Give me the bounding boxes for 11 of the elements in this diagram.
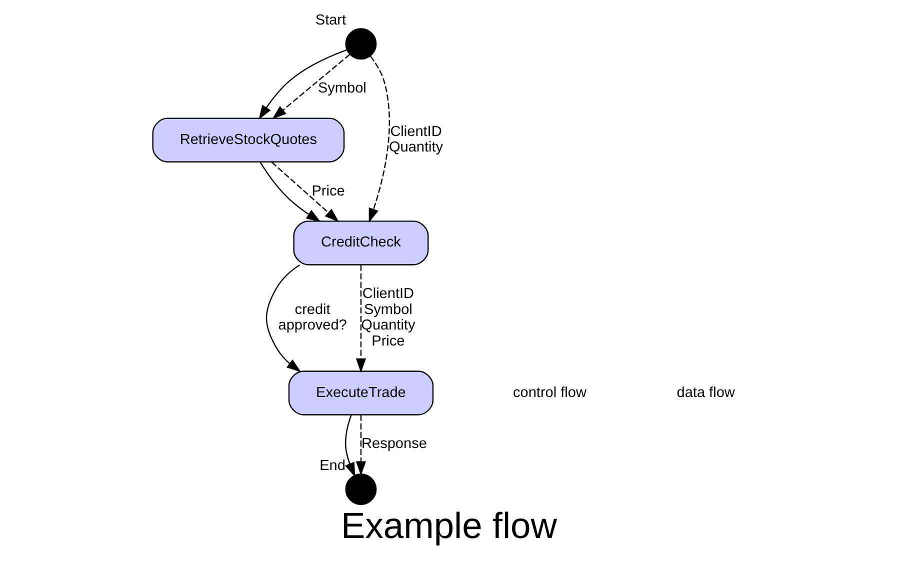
edge-label: ClientID Quantity: [388, 124, 443, 156]
edge-label: ClientID Symbol Quantity Price: [360, 286, 415, 350]
diagram-title: Example flow: [340, 505, 556, 546]
legend-label: data flow: [676, 384, 734, 401]
edge-label: Price: [311, 183, 344, 200]
edge-label: credit approved?: [278, 302, 346, 334]
legend-label: control flow: [512, 384, 586, 401]
edge-label: Response: [361, 436, 426, 452]
edge-label: Symbol: [318, 80, 366, 96]
node-label: Start: [314, 12, 346, 29]
node-label: End: [319, 458, 345, 474]
